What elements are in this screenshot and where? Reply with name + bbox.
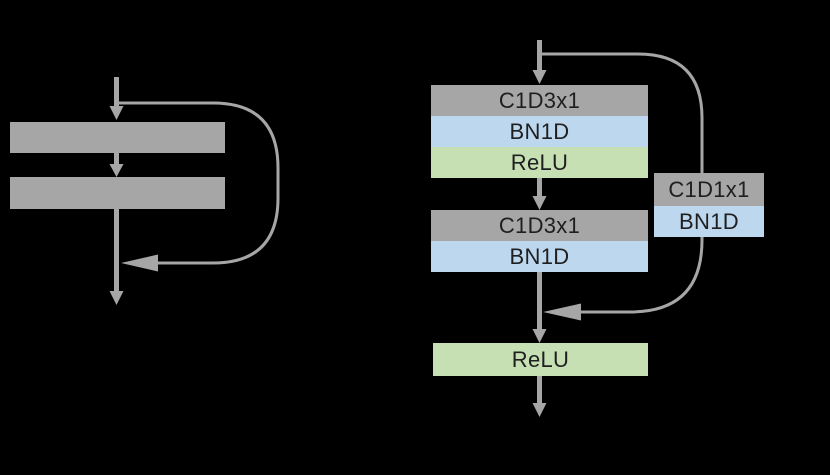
right-residual-block-wires bbox=[532, 40, 704, 417]
left-input-arrowhead-icon bbox=[109, 106, 124, 120]
left-merge-arrowhead-icon bbox=[121, 254, 158, 272]
right-output-relu-box: ReLU bbox=[433, 343, 648, 376]
left-weight-layer-box-2 bbox=[10, 177, 225, 209]
left-residual-block-wires bbox=[109, 77, 280, 305]
conv1d-3x1-layer-row: C1D3x1 bbox=[431, 210, 648, 241]
right-inter-stack-arrowhead-icon bbox=[532, 196, 547, 210]
conv1d-3x1-layer-row: C1D3x1 bbox=[431, 85, 648, 116]
left-output-arrowhead-icon bbox=[109, 291, 124, 305]
right-output-arrowhead-icon bbox=[532, 403, 547, 417]
right-input-arrowhead-icon bbox=[532, 70, 547, 84]
batchnorm1d-layer-row: BN1D bbox=[431, 241, 648, 272]
batchnorm1d-layer-row: BN1D bbox=[431, 116, 648, 147]
right-skip-connection-curve bbox=[539, 52, 704, 314]
right-shortcut-stack: C1D1x1 BN1D bbox=[654, 173, 764, 237]
right-main-stack-1: C1D3x1 BN1D ReLU bbox=[431, 85, 648, 178]
conv1d-1x1-layer-row: C1D1x1 bbox=[654, 173, 764, 206]
batchnorm1d-layer-row: BN1D bbox=[654, 206, 764, 237]
relu-layer-row: ReLU bbox=[431, 147, 648, 178]
relu-layer-row: ReLU bbox=[433, 343, 648, 376]
right-merge-arrowhead-icon bbox=[543, 303, 581, 321]
left-skip-connection-curve bbox=[116, 101, 280, 265]
right-main-stack-2: C1D3x1 BN1D bbox=[431, 210, 648, 272]
right-pre-relu-arrowhead-icon bbox=[532, 329, 547, 343]
left-inter-box-arrowhead-icon bbox=[109, 164, 124, 177]
left-weight-layer-box-1 bbox=[10, 122, 225, 153]
